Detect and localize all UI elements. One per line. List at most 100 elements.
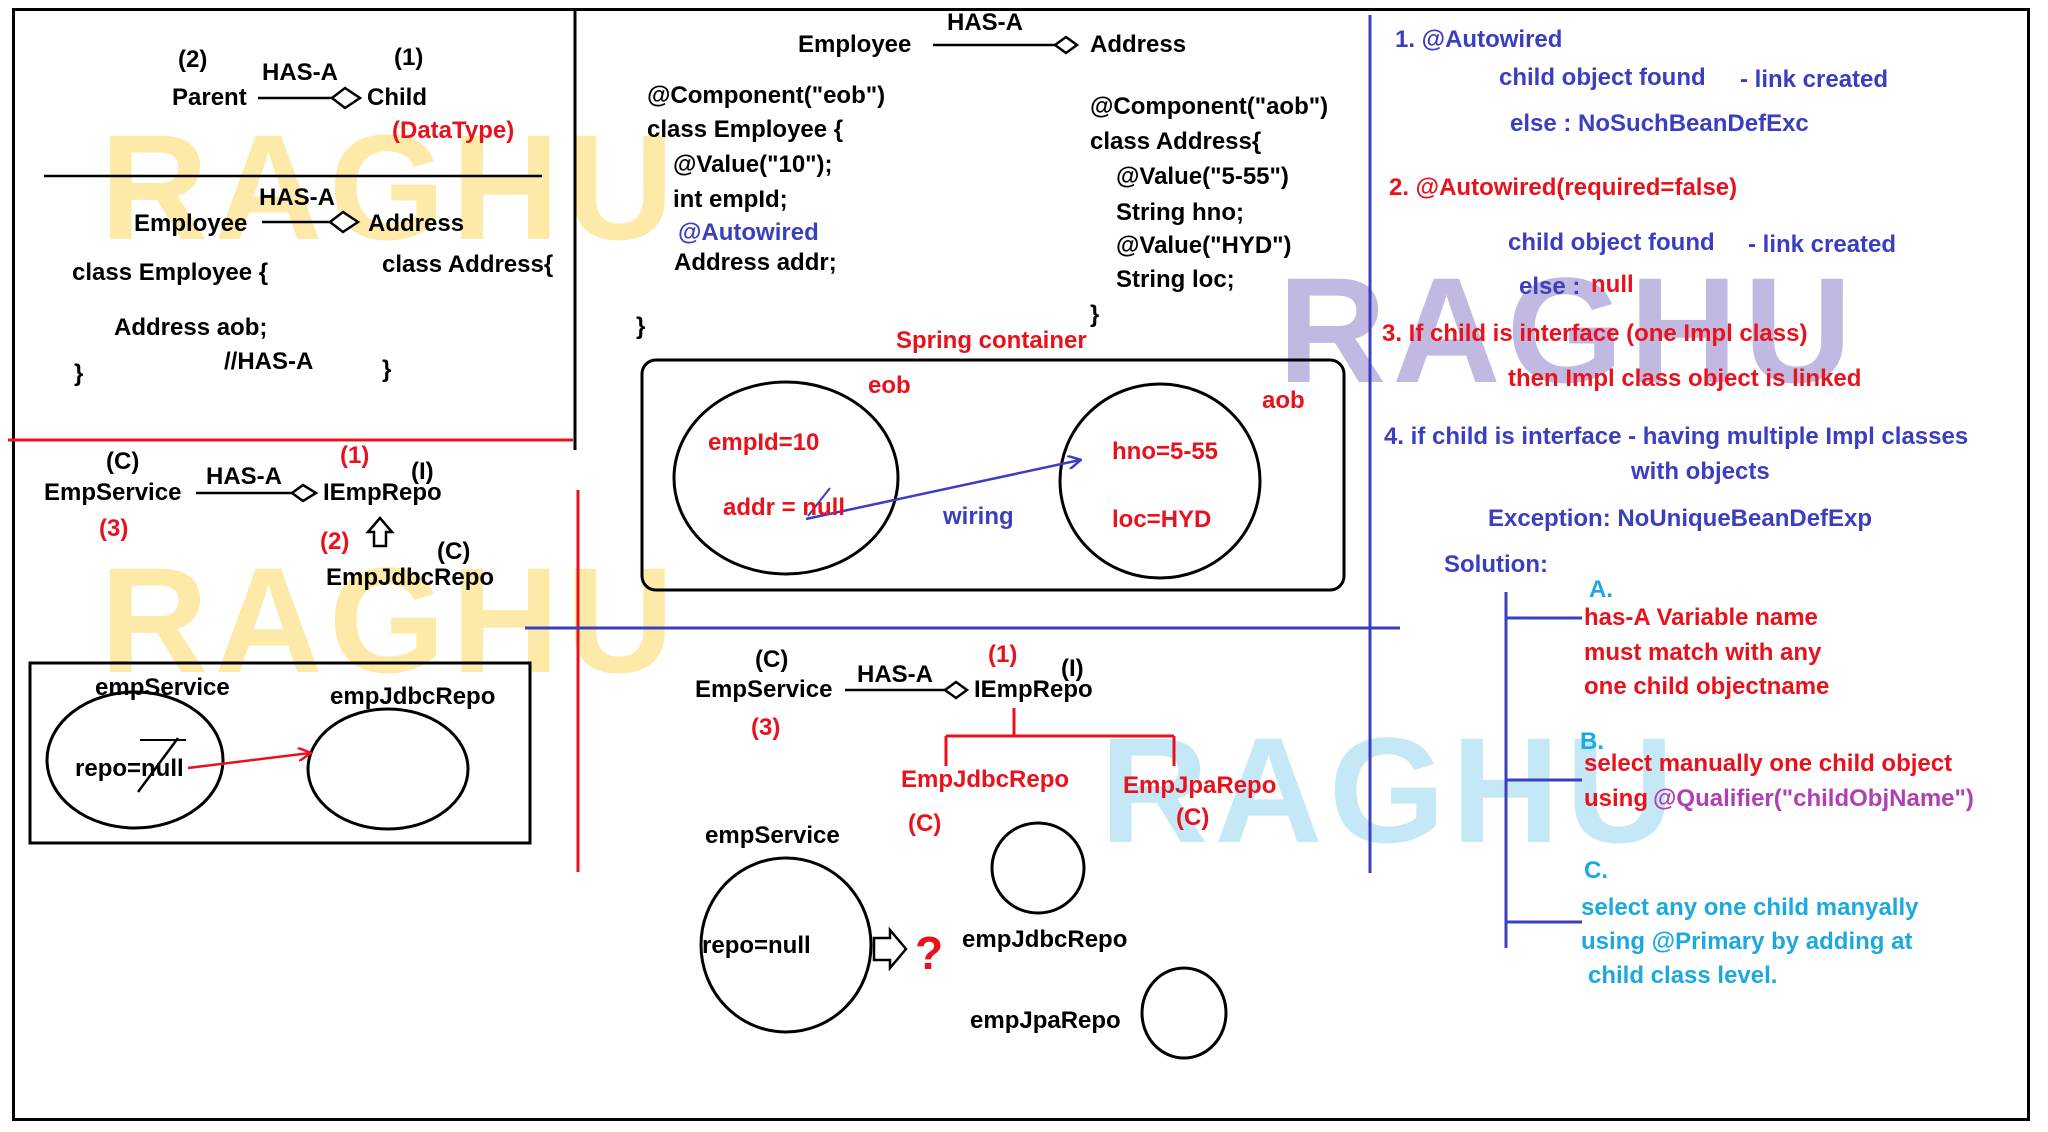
solution-label: Solution: (1444, 551, 1548, 578)
label-3-red: (3) (99, 515, 129, 542)
label-2-red: (2) (320, 528, 350, 555)
datatype-label: (DataType) (392, 117, 515, 144)
class-marker-c-2: (C) (437, 538, 471, 565)
solution-a-line-1: has-A Variable name (1584, 604, 1818, 631)
code-line: @Component("aob") (1090, 93, 1329, 120)
has-a-diamond (327, 210, 361, 234)
class-employee-code: class Employee { (72, 259, 269, 286)
emp-id-field: empId=10 (708, 429, 820, 456)
solution-b-label: B. (1580, 728, 1604, 755)
has-a-diamond (289, 483, 319, 503)
repo-null-field: repo=null (75, 755, 184, 782)
point-1-link: - link created (1740, 66, 1889, 93)
solution-c-line-2: using @Primary by adding at (1581, 928, 1913, 955)
solution-b-line-1: select manually one child object (1584, 750, 1953, 777)
code-line: String loc; (1116, 266, 1235, 293)
code-line: @Value("5-55") (1116, 163, 1289, 190)
parent-label: Parent (172, 84, 247, 111)
has-a-label-2: HAS-A (259, 184, 335, 211)
brace-address: } (382, 356, 392, 383)
emp-service-object-2 (699, 856, 873, 1034)
solution-c-line-3: child class level. (1588, 962, 1778, 989)
has-a-label: HAS-A (206, 463, 282, 490)
code-line: } (1090, 301, 1100, 328)
autowired-annotation: @Autowired (678, 219, 819, 246)
label-1-red: (1) (988, 641, 1018, 668)
point-4-with: with objects (1631, 458, 1770, 485)
outer-frame (12, 8, 2030, 1121)
code-line: class Employee { (647, 116, 844, 143)
eob-label: eob (868, 372, 911, 399)
address-label: Address (368, 210, 465, 237)
code-line: String hno; (1116, 199, 1244, 226)
employee-label: Employee (798, 31, 912, 58)
point-3-title: 3. If child is interface (one Impl class… (1382, 320, 1808, 347)
emp-service-label: EmpService (44, 479, 182, 506)
iemp-repo-label: IEmpRepo (974, 676, 1093, 703)
label-3-red: (3) (751, 714, 781, 741)
hno-field: hno=5-55 (1112, 438, 1219, 465)
solution-a-line-3: one child objectname (1584, 673, 1830, 700)
point-2-found: child object found (1508, 229, 1715, 256)
solution-b-using: using (1584, 785, 1648, 812)
has-a-diamond (1052, 35, 1080, 55)
bottom-left-container (28, 661, 532, 845)
has-a-diamond (329, 86, 363, 110)
emp-service-label: EmpService (695, 676, 833, 703)
addr-null-field: addr = null (723, 494, 846, 521)
label-1-red: (1) (340, 442, 370, 469)
qualifier-annotation: @Qualifier("childObjName") (1653, 785, 1974, 812)
implements-arrow (365, 516, 395, 548)
class-marker-c: (C) (755, 646, 789, 673)
point-4-title: 4. if child is interface - having multip… (1384, 423, 1969, 450)
eob-object (672, 380, 900, 576)
code-line: } (636, 313, 646, 340)
emp-jpa-repo-object (1140, 966, 1228, 1060)
label-2: (2) (178, 46, 208, 73)
point-2-null: null (1591, 271, 1634, 298)
class-marker-c-jdbc: (C) (908, 810, 942, 837)
emp-jdbc-repo-object (306, 707, 470, 831)
emp-jdbc-repo-object-2 (990, 821, 1086, 915)
point-4-exception: Exception: NoUniqueBeanDefExp (1488, 505, 1873, 532)
emp-jpa-repo-label: EmpJpaRepo (1123, 772, 1277, 799)
point-2-link: - link created (1748, 231, 1897, 258)
point-2-else: else : (1519, 273, 1581, 300)
point-3-then: then Impl class object is linked (1508, 365, 1862, 392)
aob-label: aob (1262, 387, 1305, 414)
emp-jdbc-repo-object-label: empJdbcRepo (962, 926, 1128, 953)
address-label: Address (1090, 31, 1187, 58)
has-a-comment: //HAS-A (224, 348, 314, 375)
emp-jdbc-repo-object-label: empJdbcRepo (330, 683, 496, 710)
solution-a-label: A. (1589, 576, 1613, 603)
point-2-title: 2. @Autowired(required=false) (1389, 174, 1738, 201)
has-a-label: HAS-A (947, 9, 1023, 36)
aob-object (1058, 382, 1262, 580)
point-1-title: 1. @Autowired (1395, 26, 1563, 53)
class-marker-c-jpa: (C) (1176, 804, 1210, 831)
spring-container-label: Spring container (896, 327, 1087, 354)
class-marker-c: (C) (106, 448, 140, 475)
emp-jdbc-repo-label: EmpJdbcRepo (326, 564, 495, 591)
loc-field: loc=HYD (1112, 506, 1212, 533)
spring-container-box (640, 358, 1346, 592)
code-line: @Value("HYD") (1116, 232, 1292, 259)
code-line: int empId; (673, 186, 788, 213)
point-1-found: child object found (1499, 64, 1706, 91)
address-aob-code: Address aob; (114, 314, 268, 341)
has-a-label: HAS-A (857, 661, 933, 688)
child-label: Child (367, 84, 427, 111)
code-line: Address addr; (674, 249, 837, 276)
point-1-else: else : NoSuchBeanDefExc (1510, 110, 1809, 137)
brace-employee: } (74, 360, 84, 387)
iemp-repo-label: IEmpRepo (323, 479, 442, 506)
interface-marker-i: (I) (1061, 655, 1084, 682)
label-1: (1) (394, 44, 424, 71)
has-a-label: HAS-A (262, 59, 338, 86)
wiring-label: wiring (943, 503, 1014, 530)
code-line: @Value("10"); (673, 151, 833, 178)
code-line: @Component("eob") (647, 82, 886, 109)
solution-a-line-2: must match with any (1584, 639, 1822, 666)
